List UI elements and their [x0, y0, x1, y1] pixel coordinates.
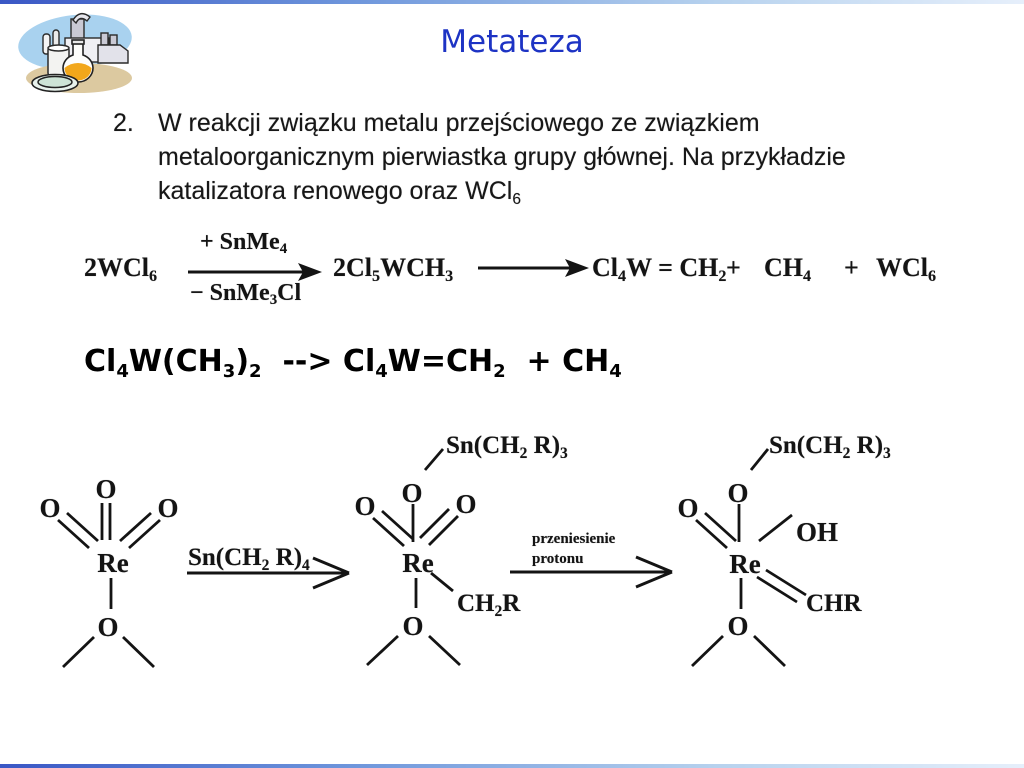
slide-title: Metateza [440, 24, 584, 60]
list-item-2: 2. W reakcji związku metalu przejścioweg… [113, 106, 903, 208]
paragraph-line-1: W reakcji związku metalu przejściowego z… [158, 109, 760, 137]
s3-oxygen-left: O [677, 493, 699, 523]
chemistry-lab-clipart [18, 12, 132, 93]
scheme-plus-2: + [844, 253, 859, 282]
list-item-text: W reakcji związku metalu przejściowego z… [158, 106, 846, 208]
s3-rhenium: Re [729, 549, 761, 579]
clipart-shapes [18, 12, 132, 93]
s3-hydroxyl-group: OH [796, 517, 839, 547]
scheme-plus-1: + [726, 253, 741, 282]
s1-oxygen-top: O [95, 474, 117, 504]
s1-oxygen-bottom: O [97, 612, 119, 642]
scheme-product-1: Cl4W = CH2 [592, 253, 727, 285]
paragraph-line-2: metaloorganicznym pierwiastka grupy głów… [158, 143, 846, 171]
s3-oxygen-top: O [727, 478, 749, 508]
s2-ch2r-group: CH2R [457, 590, 521, 620]
s2-oxygen-top: O [401, 478, 423, 508]
scheme-arrow-2 [478, 259, 589, 277]
bottom-border-bar [0, 764, 1024, 768]
petri-dish-icon [31, 73, 79, 93]
s1-rhenium: Re [97, 548, 129, 578]
s2-rhenium: Re [402, 548, 434, 578]
s3-sn-group: Sn(CH2 R)3 [769, 432, 891, 462]
structure3-bonds [691, 448, 807, 668]
paragraph-line-3: katalizatora renowego oraz WCl6 [158, 177, 521, 208]
scheme-product-2: CH4 [764, 253, 812, 285]
s2-sn-group: Sn(CH2 R)3 [446, 432, 568, 462]
s1-oxygen-right: O [157, 493, 179, 523]
scheme-below-arrow-label: − SnMe3Cl [190, 280, 302, 309]
scheme-above-arrow-label: + SnMe4 [200, 229, 288, 258]
s2-oxygen-right: O [455, 489, 477, 519]
s1-oxygen-left: O [39, 493, 61, 523]
mechanism-arrow-1 [187, 556, 350, 590]
structure1-bonds [57, 503, 161, 669]
scheme-product-3: WCl6 [876, 253, 937, 285]
scheme-reactant: 2WCl6 [84, 253, 158, 285]
mechanism-arrow1-label: Sn(CH2 R)4 [188, 544, 310, 574]
scheme-intermediate: 2Cl5WCH3 [333, 253, 454, 285]
s3-chr-group: CHR [806, 590, 862, 617]
s3-oxygen-bottom: O [727, 611, 749, 641]
s2-oxygen-bottom: O [402, 611, 424, 641]
s2-oxygen-left: O [354, 491, 376, 521]
list-item-number: 2. [113, 109, 134, 137]
top-border-bar [0, 0, 1024, 4]
mechanism-arrow2-label-line2: protonu [532, 551, 584, 567]
mechanism-arrow2-label-line1: przeniesienie [532, 531, 616, 547]
scheme-arrow-1 [188, 263, 322, 281]
structure2-bonds [366, 448, 461, 667]
mechanism-arrow-2 [510, 555, 673, 589]
metathesis-equation: Cl4W(CH3)2 --> Cl4W=CH2 + CH4 [84, 344, 622, 382]
